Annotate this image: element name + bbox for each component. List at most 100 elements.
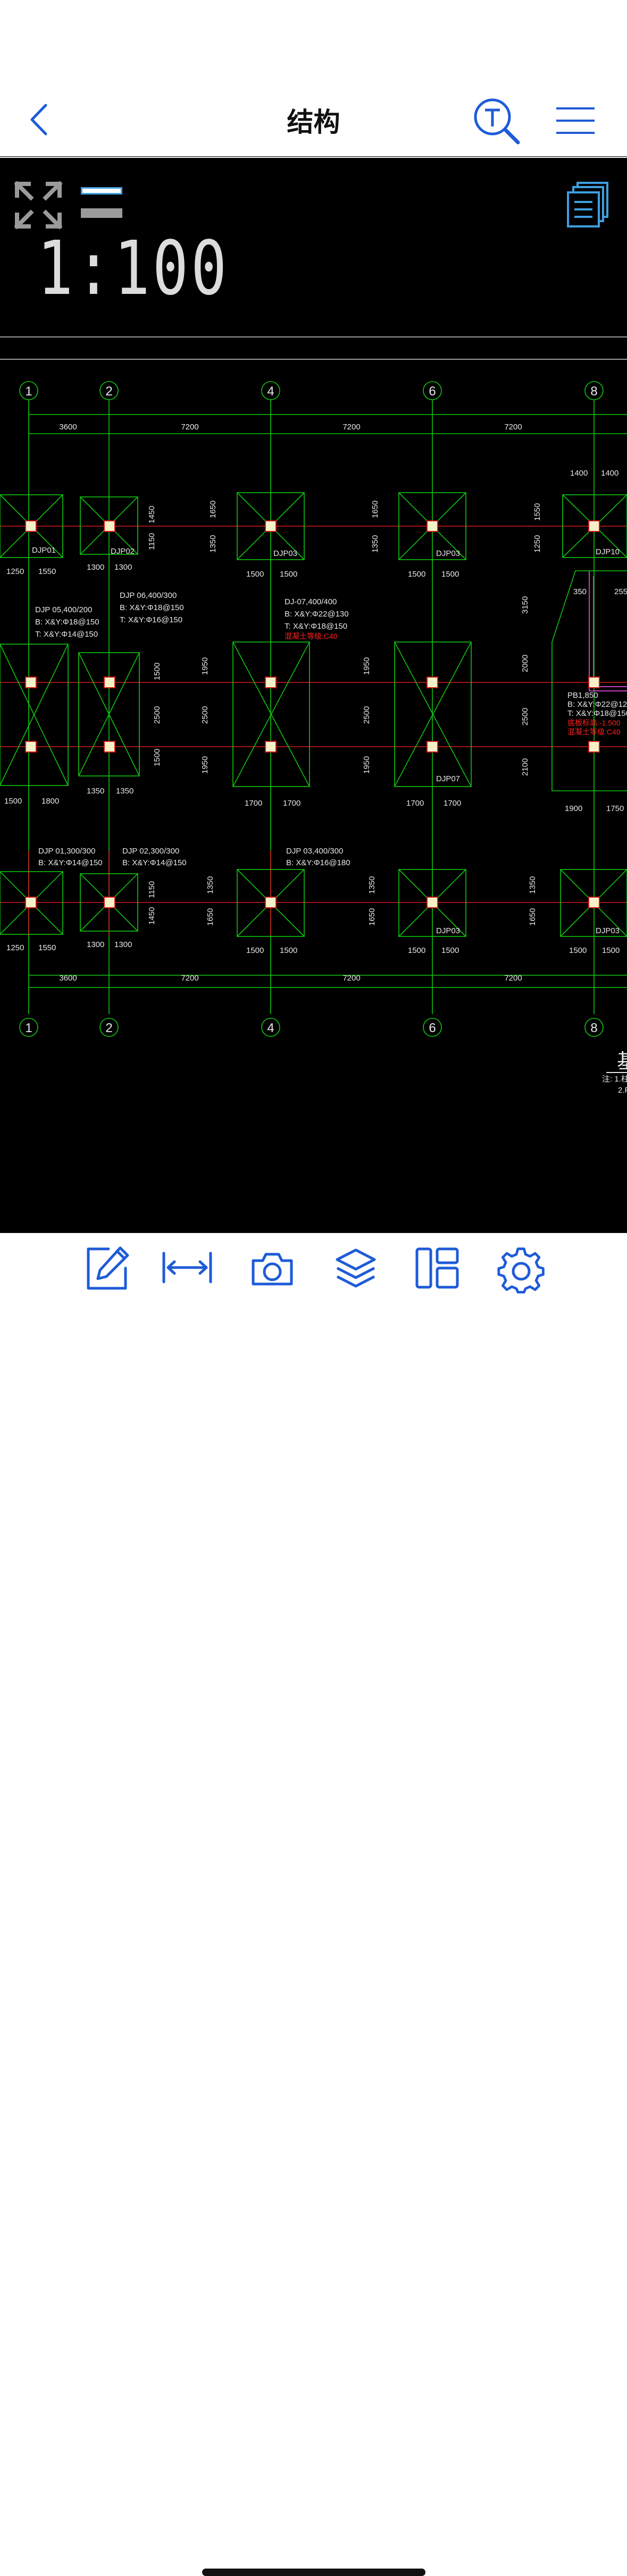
dim-text: 7200 — [504, 974, 522, 983]
svg-text:1500: 1500 — [602, 946, 620, 955]
svg-text:1950: 1950 — [200, 657, 210, 675]
svg-text:T: X&Y:Φ18@150: T: X&Y:Φ18@150 — [567, 709, 627, 718]
axis-label: 2 — [105, 384, 112, 399]
measure-arrows-icon[interactable] — [161, 1249, 214, 1286]
svg-text:1450: 1450 — [147, 907, 156, 925]
svg-text:1700: 1700 — [283, 799, 300, 808]
svg-text:B: X&Y:Φ22@120: B: X&Y:Φ22@120 — [567, 700, 627, 709]
line-weight-icon[interactable] — [80, 186, 123, 223]
page-title: 结构 — [287, 107, 340, 138]
axis-label: 6 — [429, 1021, 436, 1035]
svg-text:1300: 1300 — [87, 940, 104, 949]
svg-text:1500: 1500 — [569, 946, 587, 955]
svg-text:B: X&Y:Φ14@150: B: X&Y:Φ14@150 — [38, 858, 103, 867]
scale-label: 1:100 — [37, 225, 230, 312]
axis-label: 4 — [267, 1021, 274, 1035]
svg-text:B: X&Y:Φ18@150: B: X&Y:Φ18@150 — [35, 618, 99, 627]
axis-label: 8 — [590, 384, 597, 399]
svg-text:DJP01: DJP01 — [32, 546, 56, 555]
svg-text:1300: 1300 — [114, 940, 132, 949]
svg-text:1650: 1650 — [367, 908, 377, 926]
camera-icon[interactable] — [250, 1249, 295, 1288]
axis-label: 2 — [105, 1021, 112, 1035]
svg-text:3150: 3150 — [521, 596, 530, 614]
svg-text:1250: 1250 — [533, 535, 542, 553]
svg-text:1550: 1550 — [38, 567, 56, 576]
svg-text:1950: 1950 — [200, 756, 210, 774]
svg-text:1700: 1700 — [245, 799, 262, 808]
axis-bubbles-top: 1 2 4 6 8 — [19, 381, 604, 400]
svg-text:DJP10: DJP10 — [596, 547, 620, 556]
svg-text:2500: 2500 — [200, 706, 210, 724]
svg-text:DJP 06,400/300: DJP 06,400/300 — [120, 591, 177, 600]
svg-text:2500: 2500 — [362, 706, 371, 724]
svg-text:1400: 1400 — [601, 469, 618, 478]
svg-text:1350: 1350 — [206, 876, 215, 894]
svg-text:DJP07: DJP07 — [436, 774, 460, 783]
svg-text:1350: 1350 — [367, 876, 377, 894]
svg-text:B: X&Y:Φ22@130: B: X&Y:Φ22@130 — [285, 610, 349, 619]
svg-text:DJP 05,400/200: DJP 05,400/200 — [35, 605, 92, 614]
expand-arrows-icon[interactable] — [13, 180, 64, 231]
svg-text:1500: 1500 — [280, 946, 297, 955]
svg-text:1350: 1350 — [528, 876, 537, 894]
svg-text:注: 1.柱中: 注: 1.柱中 — [602, 1075, 627, 1084]
axis-label: 1 — [25, 1021, 32, 1035]
drawing-canvas[interactable]: .g { stroke:#11C511; stroke-width:1.6; f… — [0, 156, 627, 1233]
bottom-toolbar — [0, 1233, 627, 2576]
svg-text:2000: 2000 — [521, 655, 530, 672]
svg-text:2500: 2500 — [521, 708, 530, 725]
text-search-icon[interactable] — [470, 96, 529, 147]
svg-text:1350: 1350 — [87, 787, 104, 796]
dim-text: 3600 — [59, 974, 77, 983]
svg-text:1300: 1300 — [114, 563, 132, 572]
gear-icon[interactable] — [497, 1246, 546, 1295]
dim-text: 7200 — [181, 423, 198, 432]
svg-text:1300: 1300 — [87, 563, 104, 572]
svg-text:2500: 2500 — [153, 706, 162, 724]
svg-text:1150: 1150 — [147, 881, 156, 898]
svg-text:1650: 1650 — [208, 501, 218, 518]
svg-text:1500: 1500 — [408, 570, 425, 579]
chevron-left-icon[interactable] — [26, 101, 52, 138]
svg-text:1950: 1950 — [362, 756, 371, 774]
svg-text:底板标高:-1.500: 底板标高:-1.500 — [567, 719, 621, 727]
svg-text:B: X&Y:Φ16@180: B: X&Y:Φ16@180 — [286, 858, 350, 867]
svg-text:1250: 1250 — [6, 567, 24, 576]
svg-text:1350: 1350 — [208, 535, 218, 553]
svg-text:T: X&Y:Φ18@150: T: X&Y:Φ18@150 — [285, 622, 347, 631]
dim-text: 7200 — [342, 974, 360, 983]
hamburger-menu-icon[interactable] — [555, 106, 596, 136]
svg-text:1650: 1650 — [371, 501, 380, 518]
svg-text:T: X&Y:Φ14@150: T: X&Y:Φ14@150 — [35, 630, 98, 639]
axis-bubbles-bottom: 1 2 4 6 8 — [19, 1018, 604, 1037]
home-indicator — [202, 2569, 425, 2576]
svg-text:1700: 1700 — [406, 799, 424, 808]
top-navigation-bar: 结构 — [0, 0, 627, 156]
layout-panels-icon[interactable] — [415, 1247, 459, 1289]
axis-label: 1 — [25, 384, 32, 399]
document-stack-icon[interactable] — [566, 181, 612, 229]
axis-label: 6 — [429, 384, 436, 399]
svg-text:1950: 1950 — [362, 657, 371, 675]
cad-drawing[interactable]: .g { stroke:#11C511; stroke-width:1.6; f… — [0, 156, 627, 1233]
svg-text:1650: 1650 — [206, 908, 215, 926]
svg-text:DJP03: DJP03 — [436, 926, 460, 935]
footing-row-2: DJP 05,400/200 B: X&Y:Φ18@150 T: X&Y:Φ14… — [0, 570, 627, 813]
svg-text:1150: 1150 — [147, 533, 156, 550]
svg-text:DJP 03,400/300: DJP 03,400/300 — [286, 847, 343, 856]
edit-pencil-icon[interactable] — [83, 1245, 131, 1293]
svg-text:DJP03: DJP03 — [436, 549, 460, 558]
dim-text: 7200 — [504, 423, 522, 432]
svg-text:DJP 02,300/300: DJP 02,300/300 — [122, 847, 179, 856]
svg-text:1500: 1500 — [280, 570, 297, 579]
svg-text:1800: 1800 — [41, 797, 59, 806]
svg-text:1500: 1500 — [441, 946, 459, 955]
axis-label: 4 — [267, 384, 274, 399]
layers-icon[interactable] — [334, 1247, 378, 1290]
svg-text:1750: 1750 — [606, 804, 624, 813]
svg-text:2.F: 2.F — [618, 1086, 627, 1095]
svg-text:DJP03: DJP03 — [273, 549, 297, 558]
svg-text:基: 基 — [617, 1051, 627, 1073]
svg-text:1550: 1550 — [533, 503, 542, 521]
